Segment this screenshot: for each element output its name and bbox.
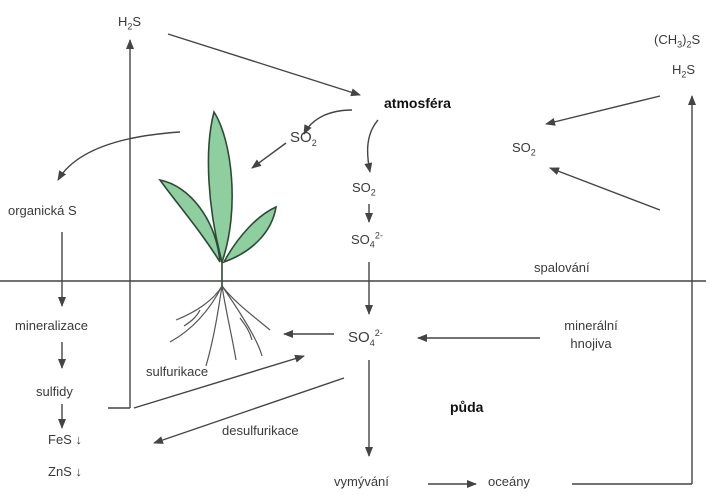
arrow-so2-to-plant [252,143,286,168]
atmosfera-label: atmosféra [384,96,451,111]
so2-right-label: SO2 [512,140,536,155]
arrow-atmosfera-down [368,120,378,172]
hnojiva-label: hnojiva [546,336,636,351]
organicka-s-label: organická S [8,203,77,218]
plant [160,112,276,286]
desulfurikace-label: desulfurikace [222,423,299,438]
mineralizace-label: mineralizace [15,318,88,333]
mineralni-label: minerální [546,318,636,333]
zns-label: ZnS ↓ [48,464,82,479]
h2s-left-label: H2S [118,14,141,29]
so2-plant-label: SO2 [290,130,317,145]
arrows [58,34,692,484]
oceany-label: oceány [488,474,530,489]
sulfidy-label: sulfidy [36,384,73,399]
arrow-h2s-to-atmosfera [168,34,360,95]
vymyvani-label: vymývání [334,474,389,489]
h2s-right-label: H2S [672,62,695,77]
so4-upper-label: SO42- [351,232,383,247]
ch3-2s-label: (CH3)2S [654,32,700,47]
arrow-plant-to-organicka-s [58,132,180,180]
spalovani-label: spalování [534,260,590,275]
puda-label: půda [450,400,483,415]
roots [170,286,270,366]
sulfurikace-label: sulfurikace [146,364,208,379]
fes-label: FeS ↓ [48,432,82,447]
arrow-dms-to-so2 [546,96,660,124]
so2-center-label: SO2 [352,180,376,195]
arrow-spalovani-to-so2 [550,168,660,210]
so4-soil-label: SO42- [348,330,383,345]
